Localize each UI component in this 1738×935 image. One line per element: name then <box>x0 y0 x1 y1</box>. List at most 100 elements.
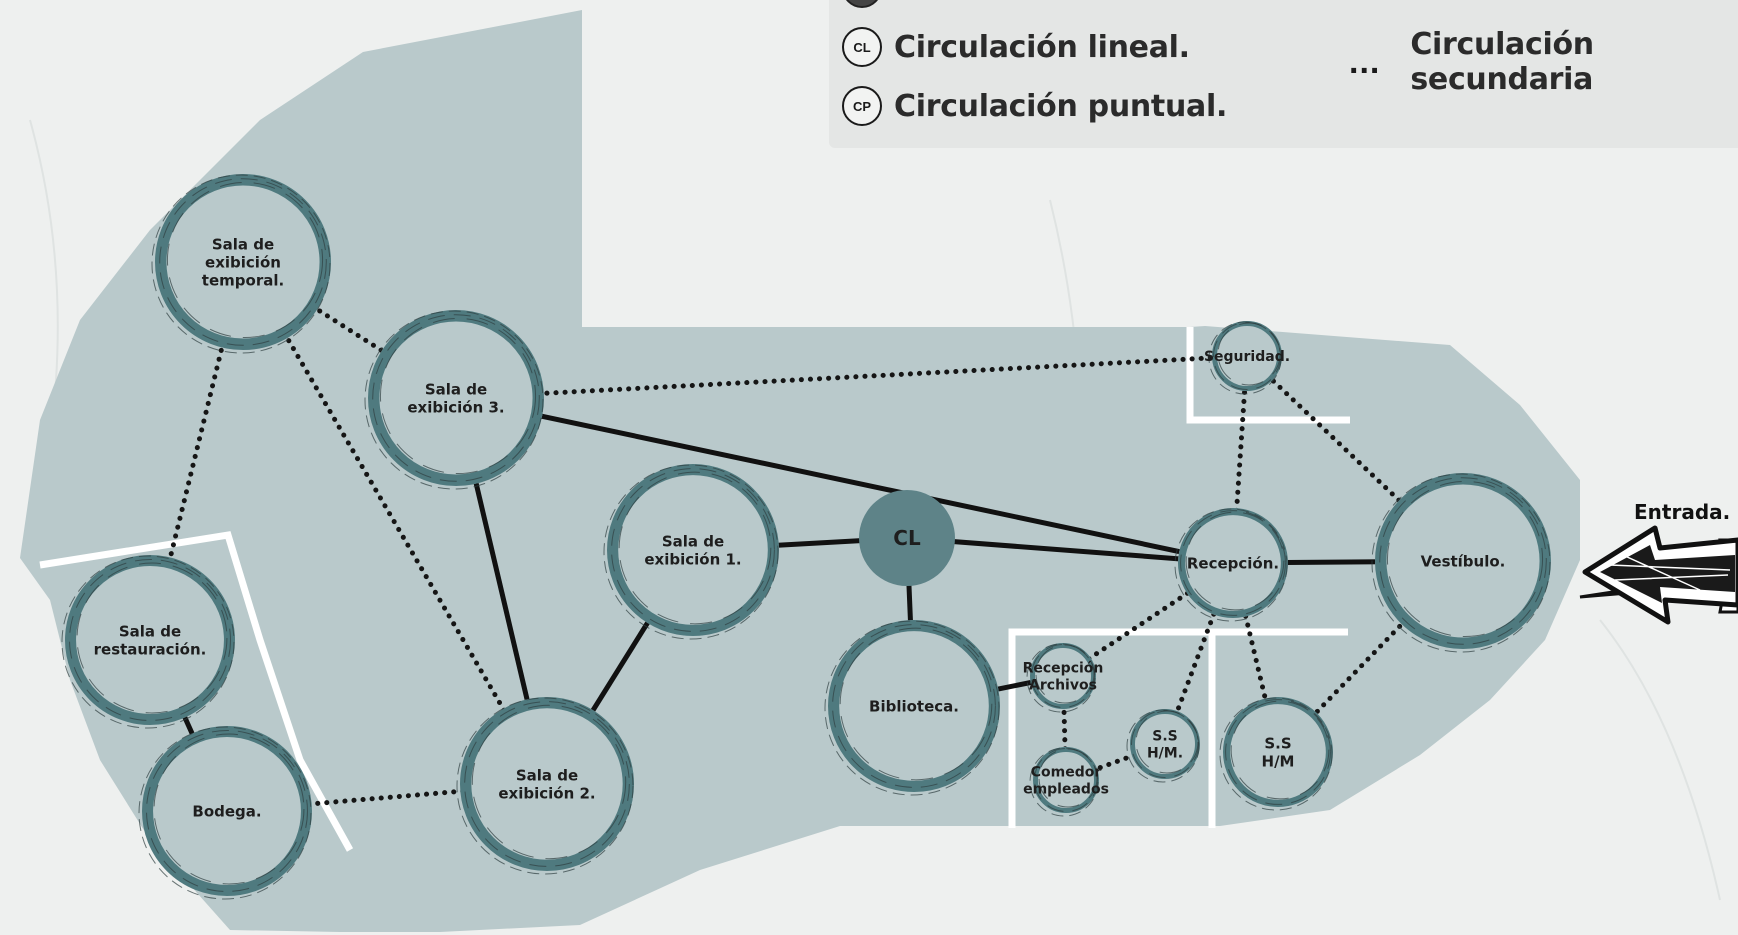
node-ring <box>1374 473 1551 649</box>
node-label: S.S <box>1264 734 1291 752</box>
node-fill <box>368 310 544 486</box>
node-sketch-stroke <box>1371 473 1551 653</box>
node-fill <box>1223 697 1333 807</box>
node-fill <box>1178 508 1288 618</box>
node-ss2: S.SH/M <box>1219 697 1333 811</box>
node-fill <box>1375 473 1551 649</box>
node-sketch-stroke <box>166 181 324 339</box>
legend-panel: CL Circulación lineal. CP Circulación pu… <box>829 0 1738 148</box>
node-label: H/M <box>1262 752 1295 770</box>
node-sketch-stroke <box>1386 480 1544 638</box>
node-label: Recepción <box>1023 661 1104 677</box>
node-sketch-stroke <box>153 733 305 885</box>
node-bodega: Bodega. <box>138 726 312 900</box>
node-sketch-stroke <box>61 555 235 729</box>
cp-badge-icon: CP <box>842 86 882 126</box>
node-label: Sala de <box>212 235 274 253</box>
legend-label-secondary: Circulación secundaria <box>1410 27 1594 97</box>
node-label: temporal. <box>202 271 284 289</box>
node-fill <box>1030 643 1096 709</box>
node-sketch-stroke <box>464 701 630 867</box>
node-sketch-stroke <box>1225 699 1331 805</box>
node-ring <box>1222 697 1333 808</box>
node-label: Bodega. <box>192 802 261 820</box>
node-sketch-stroke <box>1131 710 1199 778</box>
legend-item-point: CP Circulación puntual. <box>842 86 1227 126</box>
node-sketch-stroke <box>138 726 312 900</box>
node-biblioteca: Biblioteca. <box>824 619 1000 796</box>
node-label: Sala de <box>119 622 181 640</box>
node-sketch-stroke <box>1135 710 1199 774</box>
node-ring <box>155 174 331 350</box>
node-sketch-stroke <box>1213 322 1281 390</box>
node-ring <box>827 619 1000 792</box>
node-label: restauración. <box>94 640 207 658</box>
node-sketch-stroke <box>1217 322 1281 386</box>
node-sketch-stroke <box>1230 700 1330 800</box>
node-sketch-stroke <box>1035 644 1095 704</box>
node-sketch-stroke <box>1126 709 1200 783</box>
node-sketch-stroke <box>618 471 772 625</box>
dotted-link-temporal-sala2 <box>240 259 550 787</box>
node-fill <box>1212 321 1282 391</box>
node-sketch-stroke <box>1031 644 1095 708</box>
node-recepcion: Recepción. <box>1174 508 1288 622</box>
node-label: Sala de <box>662 532 724 550</box>
node-label: exibición 1. <box>644 550 741 568</box>
node-sketch-stroke <box>1034 748 1098 812</box>
node-cl: CL <box>859 490 955 586</box>
node-sketch-stroke <box>824 620 1000 796</box>
node-label: S.S <box>1152 729 1177 745</box>
node-label: Recepción. <box>1187 554 1279 572</box>
node-fill <box>155 174 331 350</box>
node-label: exibición 3. <box>407 398 504 416</box>
node-sketch-stroke <box>1180 510 1286 616</box>
node-sketch-stroke <box>146 730 308 892</box>
node-label: exibición 2. <box>498 784 595 802</box>
node-fill <box>607 464 779 636</box>
node-label: Comedor <box>1031 765 1102 781</box>
node-sketch-stroke <box>1208 321 1282 395</box>
node-sketch-stroke <box>151 174 331 354</box>
node-fill <box>1130 709 1200 779</box>
node-sketch-stroke <box>603 464 779 640</box>
entrance-arrow-icon <box>1579 525 1738 625</box>
node-sketch-stroke <box>1219 697 1333 811</box>
node-sketch-stroke <box>379 317 537 475</box>
node-fill <box>859 490 955 586</box>
legend-partial-badge <box>842 0 882 8</box>
node-sketch-stroke <box>1379 477 1547 645</box>
node-vestibulo: Vestíbulo. <box>1371 473 1551 653</box>
node-sketch-stroke <box>611 468 775 632</box>
node-fill <box>460 697 634 871</box>
node-label: empleados <box>1023 781 1109 797</box>
node-sketch-stroke <box>1038 748 1098 808</box>
legend-item-linear: CL Circulación lineal. <box>842 27 1190 67</box>
node-ring <box>141 726 312 897</box>
node-sketch-stroke <box>1185 511 1285 611</box>
node-ring <box>606 463 779 637</box>
node-fill <box>142 726 312 896</box>
node-sketch-stroke <box>832 624 996 788</box>
node-fill <box>65 555 235 725</box>
node-fill <box>1033 747 1099 813</box>
node-sketch-stroke <box>69 559 231 721</box>
node-label: Vestíbulo. <box>1421 552 1506 570</box>
legend-label-point: Circulación puntual. <box>894 88 1228 124</box>
node-sketch-stroke <box>364 310 544 490</box>
node-sketch-stroke <box>839 627 993 781</box>
node-sketch-stroke <box>159 178 327 346</box>
node-ss1: S.SH/M. <box>1126 709 1200 783</box>
legend-item-secondary: ... Circulación secundaria <box>1349 27 1738 97</box>
node-sketch-stroke <box>456 697 634 875</box>
node-sketch-stroke <box>1029 747 1099 817</box>
node-label: exibición <box>205 253 281 271</box>
